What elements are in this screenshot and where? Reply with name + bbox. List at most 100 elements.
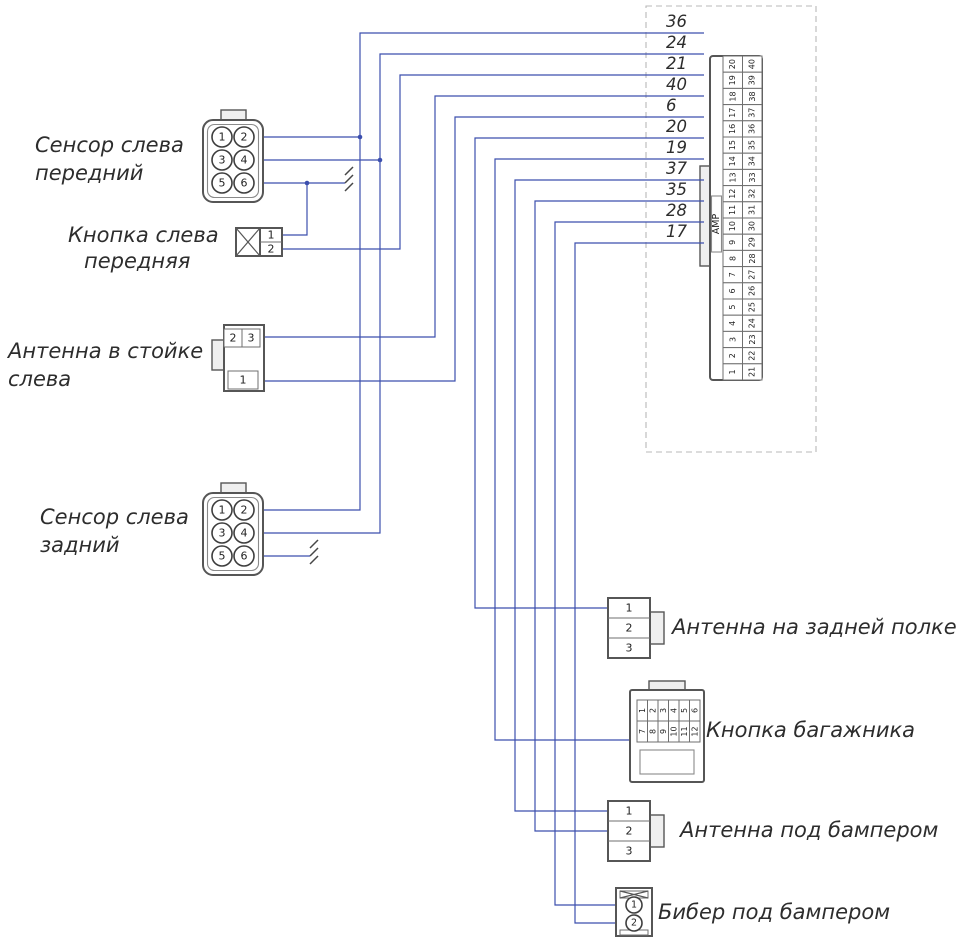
- amp-pin-number: 36: [748, 124, 757, 134]
- ground-symbol: [344, 166, 354, 192]
- amp-pin-number: 22: [748, 351, 757, 361]
- amp-pin-number: 5: [728, 305, 737, 310]
- pin-number: 3: [626, 642, 633, 655]
- wire-number: 24: [666, 33, 687, 52]
- pin-number: 2: [268, 243, 275, 256]
- amp-pin-number: 1: [728, 369, 737, 374]
- amp-pin-number: 28: [748, 253, 757, 263]
- wire-40: [264, 95, 704, 338]
- amp-pin-number: 2: [728, 353, 737, 358]
- pin-number: 1: [219, 504, 226, 517]
- pin-number: 1: [626, 602, 633, 615]
- trunk-pin-number: 5: [680, 708, 689, 713]
- pin-number: 4: [241, 527, 248, 540]
- shelf-antenna-label: Антенна на задней полке: [670, 615, 957, 639]
- amp-pin-number: 8: [728, 256, 737, 261]
- amp-pin-number: 16: [728, 124, 737, 134]
- wire-35: [534, 200, 704, 832]
- amp-pin-number: 14: [728, 156, 737, 166]
- shelf-antenna-tab: [648, 611, 665, 645]
- front-button-label-line1: Кнопка слева: [68, 223, 219, 247]
- pin-number: 2: [241, 131, 248, 144]
- pin-number: 6: [241, 550, 248, 563]
- wire-19: [494, 158, 704, 741]
- pin-number: 4: [241, 154, 248, 167]
- pin-circle: [211, 149, 233, 171]
- pin-circle: [211, 545, 233, 567]
- pin-number: 1: [631, 900, 637, 911]
- wire-6: [264, 116, 704, 382]
- shelf-antenna-pins: 123: [626, 602, 633, 655]
- pin-number: 5: [219, 550, 226, 563]
- trunk-button-lower-block: [639, 749, 695, 775]
- amp-pin-number: 3: [728, 337, 737, 342]
- wire-number: 28: [666, 201, 687, 220]
- amp-pin-number: 19: [728, 75, 737, 85]
- trunk-pin-number: 4: [669, 708, 678, 713]
- amp-connector: 2019181716151413121110987654321403938373…: [645, 5, 817, 453]
- pin-circle: [233, 545, 255, 567]
- junction-dot: [357, 134, 363, 140]
- pin-circle: [625, 914, 643, 932]
- pin-circle: [233, 522, 255, 544]
- amp-pin-number: 15: [728, 140, 737, 150]
- beeper-pins: 12: [625, 896, 643, 932]
- amp-pin-number: 27: [748, 270, 757, 280]
- pin-number: 2: [241, 504, 248, 517]
- pin-circle: [233, 172, 255, 194]
- amp-pin-number: 11: [728, 205, 737, 215]
- amp-pin-number: 17: [728, 108, 737, 118]
- front-button-pins: 12: [268, 229, 275, 256]
- pin-number: 2: [626, 825, 633, 838]
- pin-circle: [625, 896, 643, 914]
- amp-pin-cell: [742, 363, 763, 381]
- wire-number: 37: [666, 159, 687, 178]
- wire-37: [514, 179, 704, 812]
- amp-pin-number: 24: [748, 318, 757, 328]
- wire-number: 40: [666, 75, 687, 94]
- wire-number: 20: [666, 117, 687, 136]
- front-button-label-line2: передняя: [84, 249, 190, 273]
- amp-label-frame: [710, 195, 723, 253]
- amp-pin-number: 21: [748, 367, 757, 377]
- pin-number: 3: [626, 845, 633, 858]
- trunk-pin-number: 7: [638, 729, 647, 734]
- front-sensor-label-line2: передний: [35, 161, 143, 185]
- pin-circle: [211, 499, 233, 521]
- wire-number: 21: [666, 54, 687, 73]
- amp-pin-number: 32: [748, 189, 757, 199]
- amp-pin-number: 6: [728, 288, 737, 293]
- wire-number: 36: [666, 12, 687, 31]
- amp-pin-number: 9: [728, 240, 737, 245]
- pin-number: 2: [230, 332, 237, 345]
- junction-dot: [377, 157, 383, 163]
- pin-circle: [233, 126, 255, 148]
- pin-number: 1: [268, 229, 275, 242]
- amp-pin-number: 23: [748, 334, 757, 344]
- amp-pin-number: 34: [748, 156, 757, 166]
- pin-number: 2: [631, 918, 637, 929]
- shelf-antenna-connector: 123: [607, 597, 665, 659]
- trunk-button-label: Кнопка багажника: [706, 718, 915, 742]
- amp-pin-number: 12: [728, 189, 737, 199]
- trunk-pin-number: 3: [659, 708, 668, 713]
- amp-pin-number: 18: [728, 91, 737, 101]
- beeper-label: Бибер под бампером: [658, 900, 890, 924]
- pin-circle: [211, 172, 233, 194]
- trunk-pin-cell: [689, 720, 701, 743]
- amp-pin-number: 31: [748, 205, 757, 215]
- bumper-antenna-tab: [648, 814, 665, 848]
- amp-pin-number: 39: [748, 75, 757, 85]
- pin-number: 6: [241, 177, 248, 190]
- amp-pin-number: 13: [728, 172, 737, 182]
- amp-pin-number: 29: [748, 237, 757, 247]
- pin-number: 5: [219, 177, 226, 190]
